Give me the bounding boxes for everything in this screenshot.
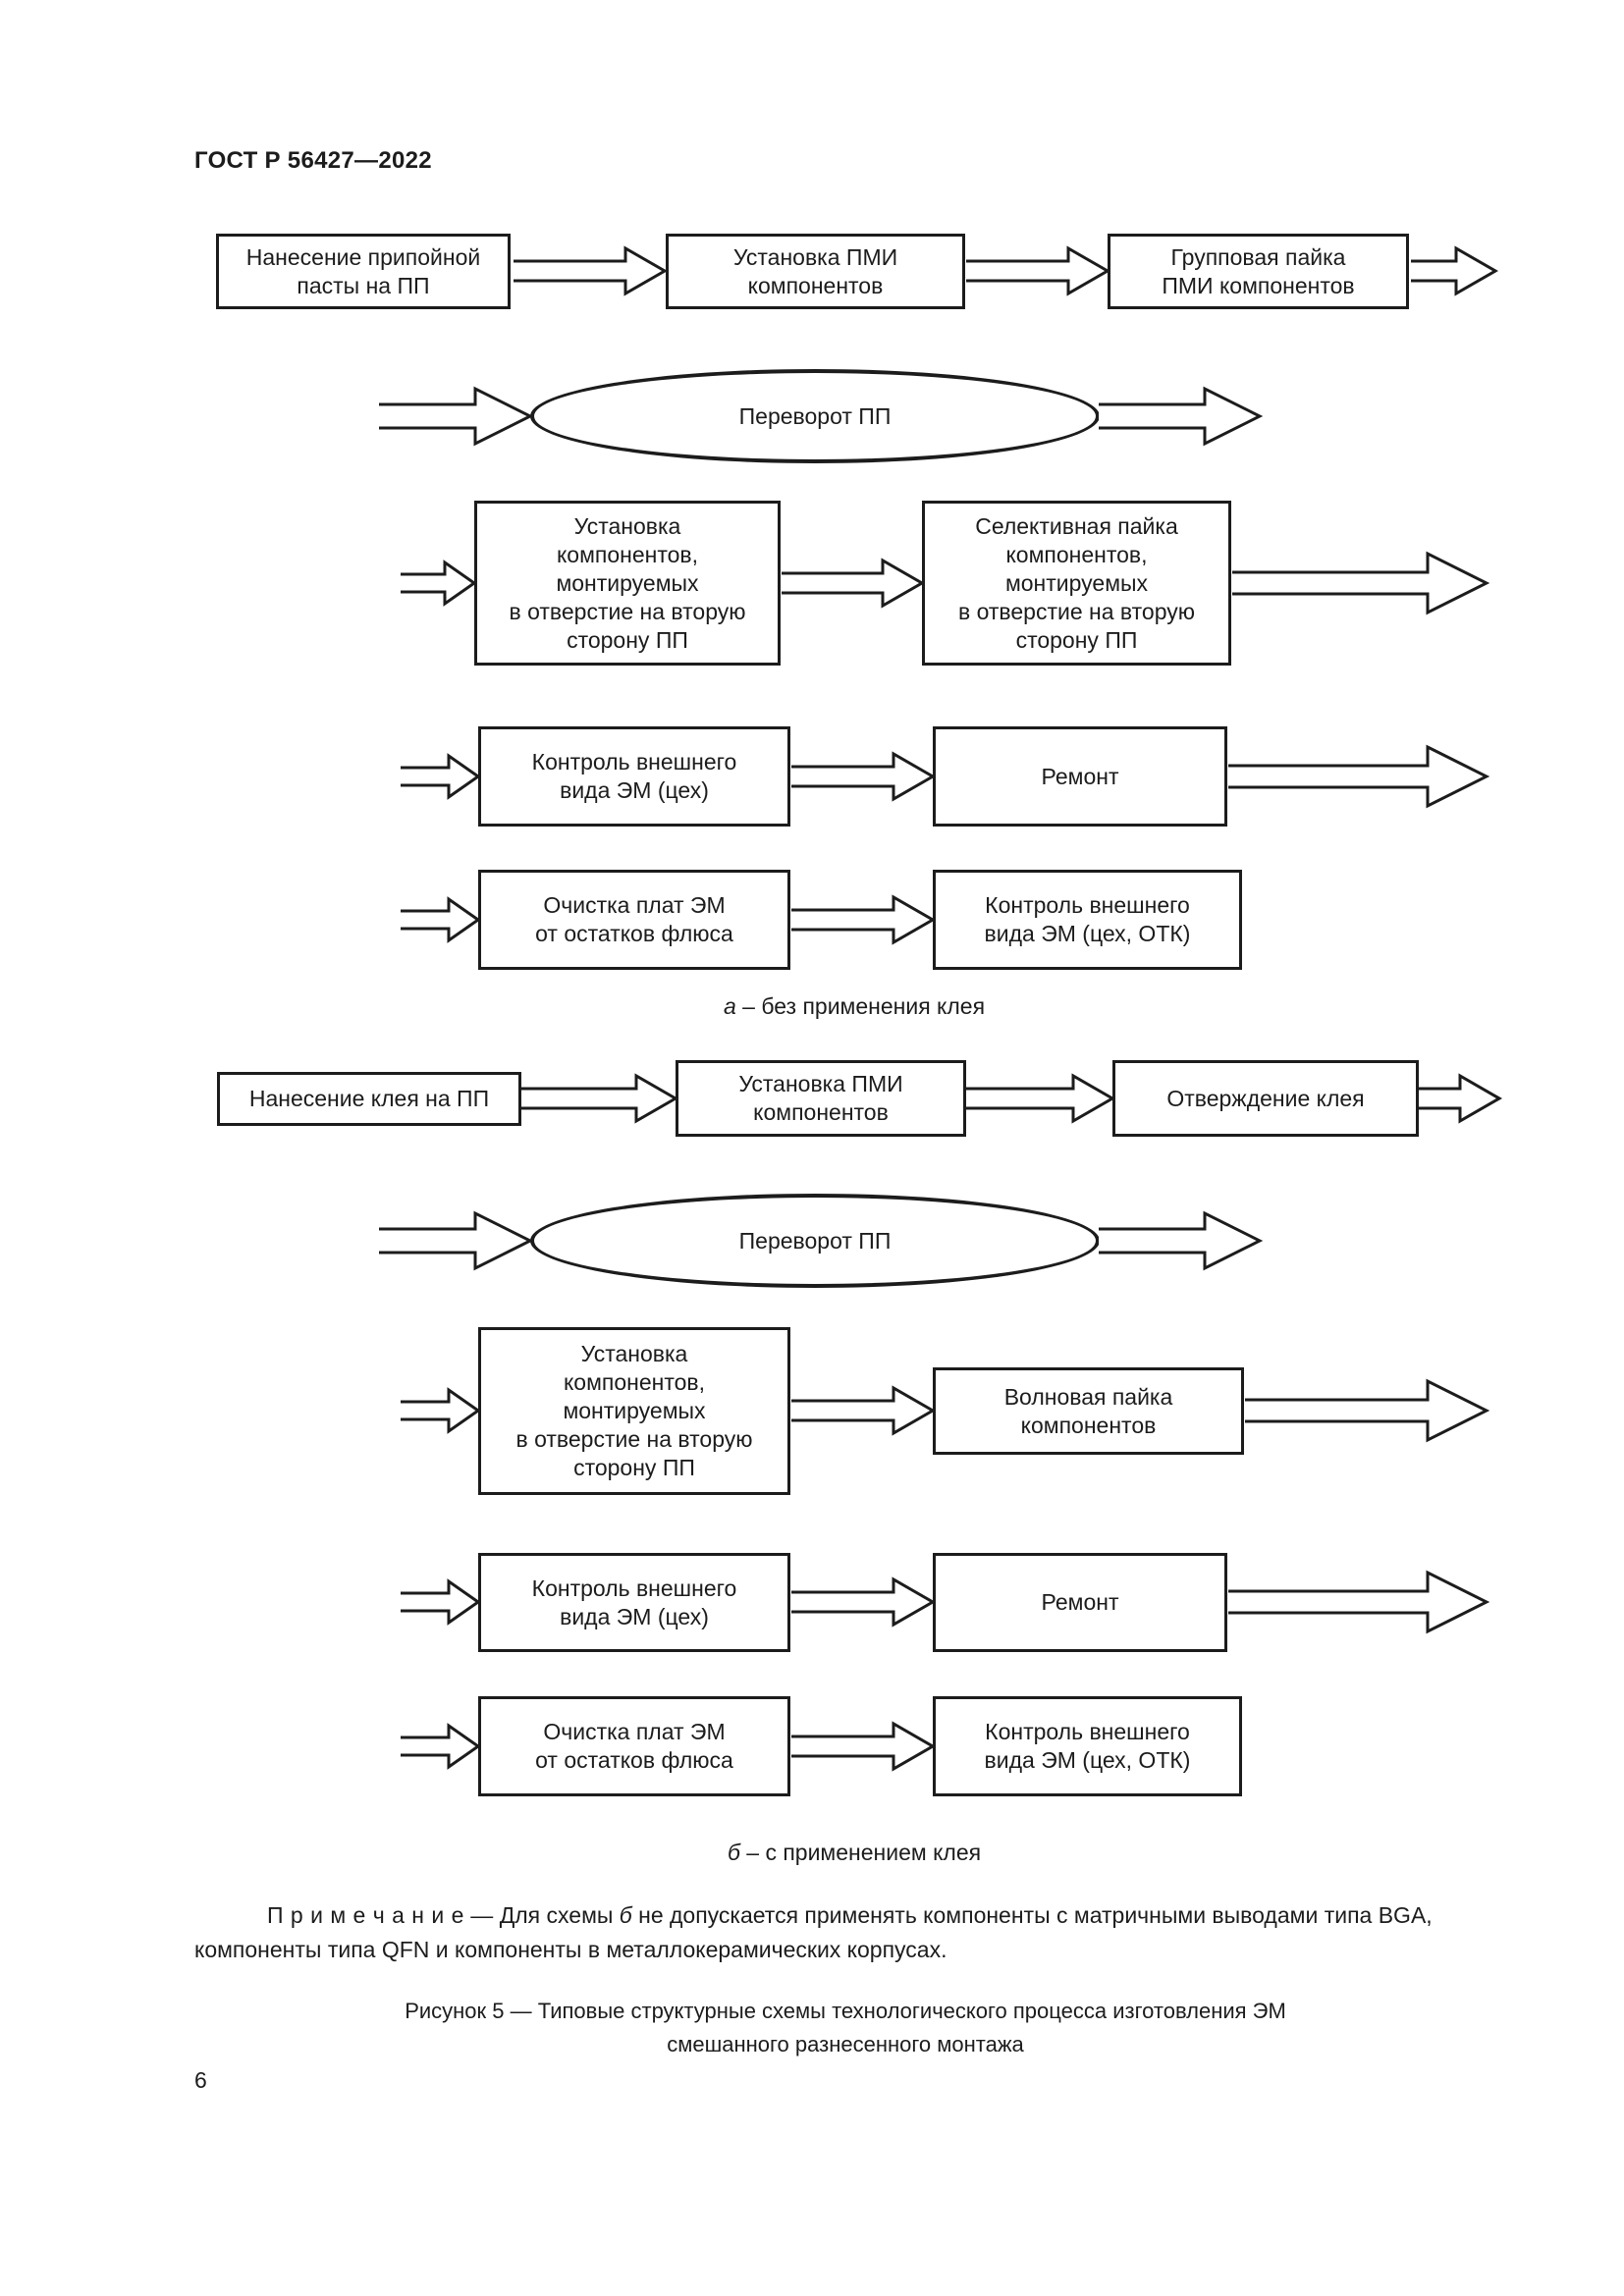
a-repair-box: Ремонт xyxy=(933,726,1227,827)
flow-arrow xyxy=(401,1723,481,1770)
figure-caption-line2: смешанного разнесенного монтажа xyxy=(667,2032,1024,2056)
flow-arrow xyxy=(1419,1073,1502,1124)
diagram-b-caption-letter: б xyxy=(727,1840,740,1865)
flow-arrow xyxy=(514,245,668,296)
diagram-b-caption-text: – с применением клея xyxy=(746,1840,982,1865)
flow-arrow xyxy=(379,386,533,447)
flow-arrow xyxy=(791,1576,936,1628)
flow-arrow xyxy=(1099,1210,1263,1271)
flow-arrow xyxy=(966,245,1110,296)
flow-arrow xyxy=(401,560,477,607)
flow-arrow xyxy=(1245,1378,1489,1443)
flow-arrow xyxy=(401,753,481,800)
b-wave-soldering-box: Волновая пайка компонентов xyxy=(933,1367,1244,1455)
flow-arrow xyxy=(791,1385,936,1436)
note-dash: — xyxy=(470,1902,494,1928)
flow-arrow xyxy=(379,1210,533,1271)
flow-arrow xyxy=(521,1073,678,1124)
a-final-inspection-box: Контроль внешнего вида ЭМ (цех, ОТК) xyxy=(933,870,1242,970)
flow-arrow xyxy=(1228,1570,1489,1634)
flow-arrow xyxy=(782,558,925,609)
note-label: П р и м е ч а н и е xyxy=(267,1902,464,1928)
b-final-inspection-box: Контроль внешнего вида ЭМ (цех, ОТК) xyxy=(933,1696,1242,1796)
a-pmi-placement-box: Установка ПМИ компонентов xyxy=(666,234,965,309)
a-visual-inspection-box: Контроль внешнего вида ЭМ (цех) xyxy=(478,726,790,827)
flow-arrow xyxy=(1411,245,1498,296)
b-flux-cleaning-box: Очистка плат ЭМ от остатков флюса xyxy=(478,1696,790,1796)
b-tht-placement-box: Установка компонентов, монтируемых в отв… xyxy=(478,1327,790,1495)
flow-arrow xyxy=(401,1578,481,1626)
b-pmi-placement-box: Установка ПМИ компонентов xyxy=(676,1060,966,1137)
flow-arrow xyxy=(791,1721,936,1772)
note-text-3: компоненты типа QFN и компоненты в метал… xyxy=(194,1937,947,1962)
flow-arrow xyxy=(401,896,481,943)
a-flux-cleaning-box: Очистка плат ЭМ от остатков флюса xyxy=(478,870,790,970)
a-group-soldering-box: Групповая пайка ПМИ компонентов xyxy=(1108,234,1409,309)
note-scheme-letter: б xyxy=(619,1902,632,1928)
note-text-1: Для схемы xyxy=(499,1902,614,1928)
flow-arrow xyxy=(791,894,936,945)
diagram-a-caption-letter: а xyxy=(723,993,736,1019)
page-header-standard-number: ГОСТ Р 56427—2022 xyxy=(194,147,432,174)
diagram-a-caption: а – без применения клея xyxy=(216,993,1492,1020)
figure-caption: Рисунок 5 — Типовые структурные схемы те… xyxy=(194,1995,1496,2061)
diagram-a-caption-text: – без применения клея xyxy=(742,993,986,1019)
flow-arrow xyxy=(1228,744,1489,809)
diagram-b-caption: б – с применением клея xyxy=(216,1840,1492,1866)
flow-arrow xyxy=(1232,551,1489,615)
a-board-flip-ellipse: Переворот ПП xyxy=(530,369,1100,463)
b-board-flip-ellipse: Переворот ПП xyxy=(530,1194,1100,1288)
a-selective-soldering-box: Селективная пайка компонентов, монтируем… xyxy=(922,501,1231,666)
a-solder-paste-box: Нанесение припойной пасты на ПП xyxy=(216,234,511,309)
flow-arrow xyxy=(791,751,936,802)
a-tht-placement-box: Установка компонентов, монтируемых в отв… xyxy=(474,501,781,666)
b-glue-curing-box: Отверждение клея xyxy=(1112,1060,1419,1137)
b-visual-inspection-box: Контроль внешнего вида ЭМ (цех) xyxy=(478,1553,790,1652)
note: П р и м е ч а н и е — Для схемы б не доп… xyxy=(194,1898,1496,1967)
flow-arrow xyxy=(401,1387,481,1434)
page-number: 6 xyxy=(194,2067,207,2093)
b-repair-box: Ремонт xyxy=(933,1553,1227,1652)
flow-arrow xyxy=(966,1073,1115,1124)
flow-arrow xyxy=(1099,386,1263,447)
note-text-2: не допускается применять компоненты с ма… xyxy=(638,1902,1433,1928)
b-glue-application-box: Нанесение клея на ПП xyxy=(217,1072,521,1126)
figure-caption-line1: Рисунок 5 — Типовые структурные схемы те… xyxy=(405,1999,1286,2023)
